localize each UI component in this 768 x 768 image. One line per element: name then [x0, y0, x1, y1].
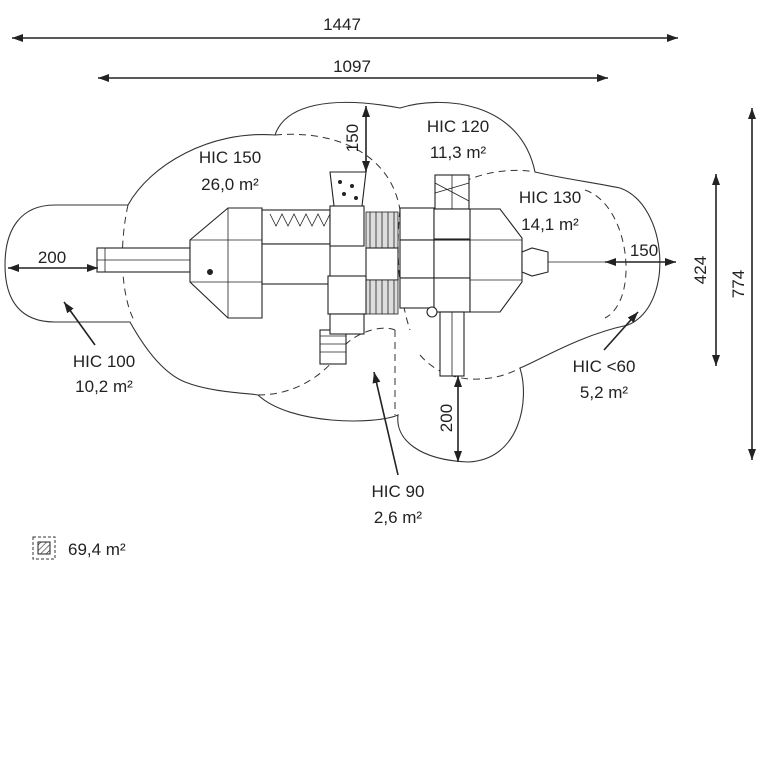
zone-area-label: 5,2 m²	[580, 383, 629, 402]
zone-area-label: 10,2 m²	[75, 377, 133, 396]
zone-hic-label: HIC 120	[427, 117, 489, 136]
zone-area-label: 26,0 m²	[201, 175, 259, 194]
zone-hic-label: HIC 90	[372, 482, 425, 501]
left-clearance-label: 200	[38, 248, 66, 267]
equipment-width-label: 1097	[333, 57, 371, 76]
zone-hic-label: HIC 100	[73, 352, 135, 371]
bottom-clearance-label: 200	[437, 404, 456, 432]
right-clearance-label: 150	[630, 241, 658, 260]
overall-depth-label: 774	[729, 270, 748, 298]
zone-hic-label: HIC 130	[519, 188, 581, 207]
play-structure	[96, 171, 605, 377]
equipment-depth-label: 424	[691, 256, 710, 284]
hic-boundaries	[121, 133, 627, 415]
zone-hic-label: HIC <60	[573, 357, 636, 376]
overall-width-label: 1447	[323, 15, 361, 34]
legend: 69,4 m²	[32, 536, 126, 560]
top-clearance-label: 150	[343, 124, 362, 152]
zone-area-label: 11,3 m²	[430, 143, 487, 162]
dimension-lines	[8, 34, 756, 462]
leader-arrows	[63, 301, 639, 476]
zone-hic-label: HIC 150	[199, 148, 261, 167]
total-area-label: 69,4 m²	[68, 540, 126, 559]
zone-area-label: 14,1 m²	[521, 215, 579, 234]
zone-area-label: 2,6 m²	[374, 508, 423, 527]
